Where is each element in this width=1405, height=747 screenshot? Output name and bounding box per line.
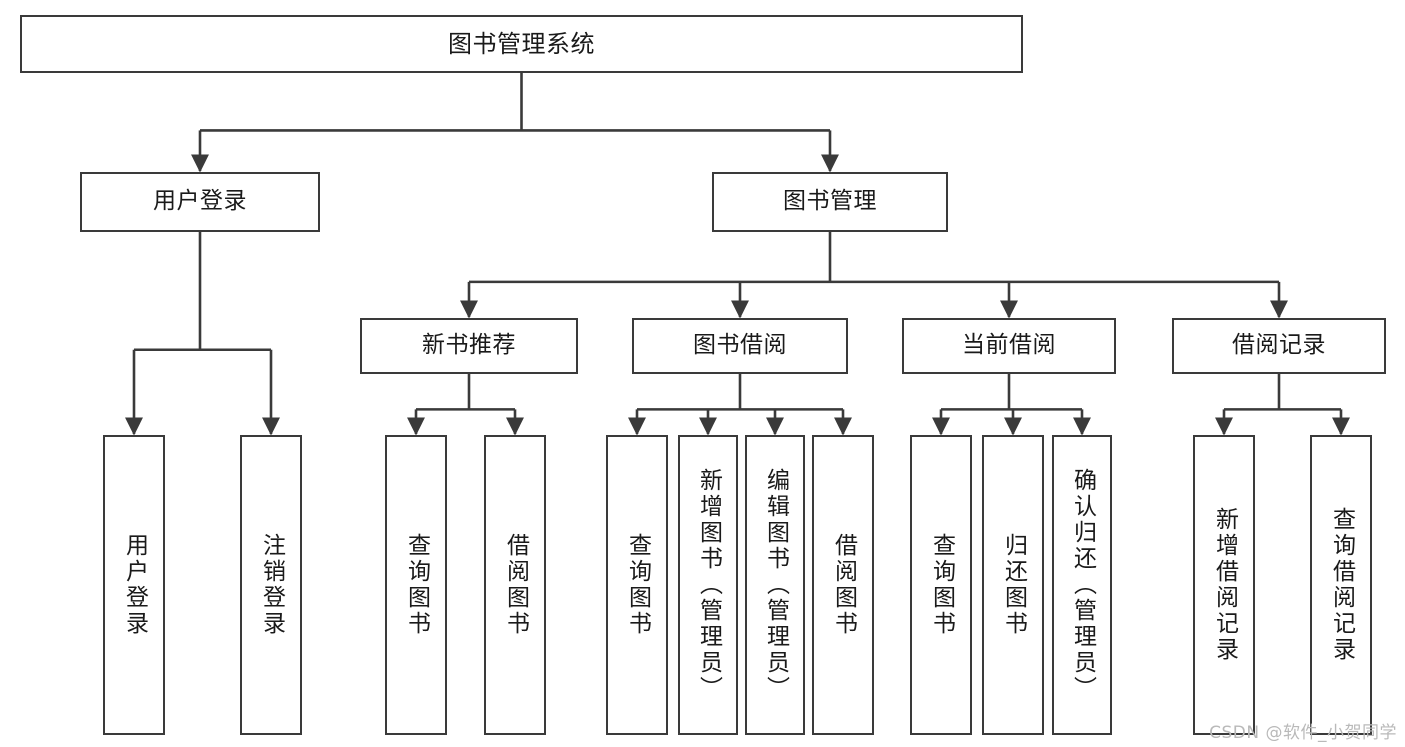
node-leaf-bor-3[interactable]: 编辑图书（管理员）	[745, 435, 805, 735]
node-newbook[interactable]: 新书推荐	[360, 318, 578, 374]
node-bookmgmt[interactable]: 图书管理	[712, 172, 948, 232]
node-records[interactable]: 借阅记录	[1172, 318, 1386, 374]
node-borrow[interactable]: 图书借阅	[632, 318, 848, 374]
node-current[interactable]: 当前借阅	[902, 318, 1116, 374]
node-label: 查询图书	[403, 533, 430, 637]
node-label: 图书管理	[783, 188, 877, 215]
node-label: 图书管理系统	[448, 29, 595, 58]
node-label: 编辑图书（管理员）	[762, 468, 789, 702]
node-leaf-login-2[interactable]: 注销登录	[240, 435, 302, 735]
csdn-watermark: CSDN @软件_小贺同学	[1209, 723, 1397, 743]
node-label: 借阅图书	[830, 533, 857, 637]
node-leaf-bor-2[interactable]: 新增图书（管理员）	[678, 435, 738, 735]
node-leaf-bor-1[interactable]: 查询图书	[606, 435, 668, 735]
node-leaf-new-2[interactable]: 借阅图书	[484, 435, 546, 735]
node-label: 确认归还（管理员）	[1069, 468, 1096, 702]
node-label: 查询图书	[624, 533, 651, 637]
node-leaf-cur-3[interactable]: 确认归还（管理员）	[1052, 435, 1112, 735]
node-leaf-login-1[interactable]: 用户登录	[103, 435, 165, 735]
node-label: 借阅记录	[1232, 332, 1326, 359]
node-leaf-cur-1[interactable]: 查询图书	[910, 435, 972, 735]
node-label: 用户登录	[153, 188, 247, 215]
node-label: 当前借阅	[962, 332, 1056, 359]
node-label: 查询图书	[928, 533, 955, 637]
node-login[interactable]: 用户登录	[80, 172, 320, 232]
node-leaf-rec-2[interactable]: 查询借阅记录	[1310, 435, 1372, 735]
node-label: 查询借阅记录	[1328, 507, 1355, 663]
node-label: 注销登录	[258, 533, 285, 637]
node-label: 借阅图书	[502, 533, 529, 637]
node-label: 新增借阅记录	[1211, 507, 1238, 663]
node-label: 图书借阅	[693, 332, 787, 359]
node-leaf-new-1[interactable]: 查询图书	[385, 435, 447, 735]
node-leaf-rec-1[interactable]: 新增借阅记录	[1193, 435, 1255, 735]
node-label: 新增图书（管理员）	[695, 468, 722, 702]
node-root[interactable]: 图书管理系统	[20, 15, 1023, 73]
node-leaf-bor-4[interactable]: 借阅图书	[812, 435, 874, 735]
node-leaf-cur-2[interactable]: 归还图书	[982, 435, 1044, 735]
node-label: 用户登录	[121, 533, 148, 637]
node-label: 归还图书	[1000, 533, 1027, 637]
node-label: 新书推荐	[422, 332, 516, 359]
